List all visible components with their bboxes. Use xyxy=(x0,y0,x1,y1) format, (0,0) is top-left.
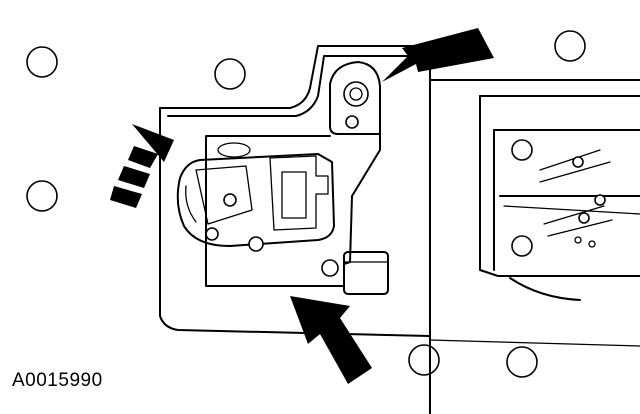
module-screw xyxy=(205,227,219,241)
module-edge-detail xyxy=(185,185,197,223)
arrow-left-dash xyxy=(118,166,150,188)
mech-pin xyxy=(578,212,590,224)
mech-bottom-curve xyxy=(509,277,581,301)
mech-hole xyxy=(511,139,533,161)
mech-hole xyxy=(511,235,533,257)
figure-code: A0015990 xyxy=(12,370,103,391)
sensor-module xyxy=(176,142,335,252)
bolt-center xyxy=(349,87,363,101)
mech-pin xyxy=(572,156,584,168)
mech-pin xyxy=(574,236,582,244)
mech-pin xyxy=(588,240,596,248)
module-window xyxy=(195,165,253,225)
arrow-bottom xyxy=(290,296,372,384)
bracket-ear xyxy=(329,61,381,135)
bolt-head xyxy=(343,81,369,107)
arrow-top-right xyxy=(382,28,494,82)
mounting-hole xyxy=(26,46,58,78)
mech-pin xyxy=(594,194,606,206)
plate-bottom-edge xyxy=(429,339,640,347)
arrow-left-dash xyxy=(110,186,142,208)
connector-plug xyxy=(343,251,389,295)
mounting-hole xyxy=(214,58,246,90)
module-screw xyxy=(223,193,237,207)
mounting-hole xyxy=(554,30,586,62)
bracket-hole xyxy=(345,115,359,129)
module-terminal-block xyxy=(269,155,329,231)
mounting-hole xyxy=(506,346,538,378)
arrow-left-dash xyxy=(128,146,158,168)
mounting-plate xyxy=(159,45,640,414)
mounting-hole xyxy=(408,344,440,376)
mech-links xyxy=(539,149,613,237)
callout-arrows xyxy=(110,28,494,384)
module-tab xyxy=(217,142,251,158)
bracket-outline xyxy=(205,83,381,287)
mounting-hole xyxy=(26,180,58,212)
mech-mid-rail-lower xyxy=(503,205,640,215)
background-holes xyxy=(26,30,586,378)
mech-left xyxy=(479,95,640,277)
arrow-left-head xyxy=(132,124,174,162)
plug-body xyxy=(343,251,389,295)
plate-inner-edge xyxy=(167,55,421,117)
module-housing xyxy=(176,153,335,247)
bracket-hole xyxy=(321,259,339,277)
module-screw xyxy=(248,236,264,252)
plate-top-edge xyxy=(159,45,640,109)
right-mechanism xyxy=(479,95,640,301)
plate-left-edge xyxy=(159,107,431,414)
module-terminal xyxy=(281,171,307,219)
